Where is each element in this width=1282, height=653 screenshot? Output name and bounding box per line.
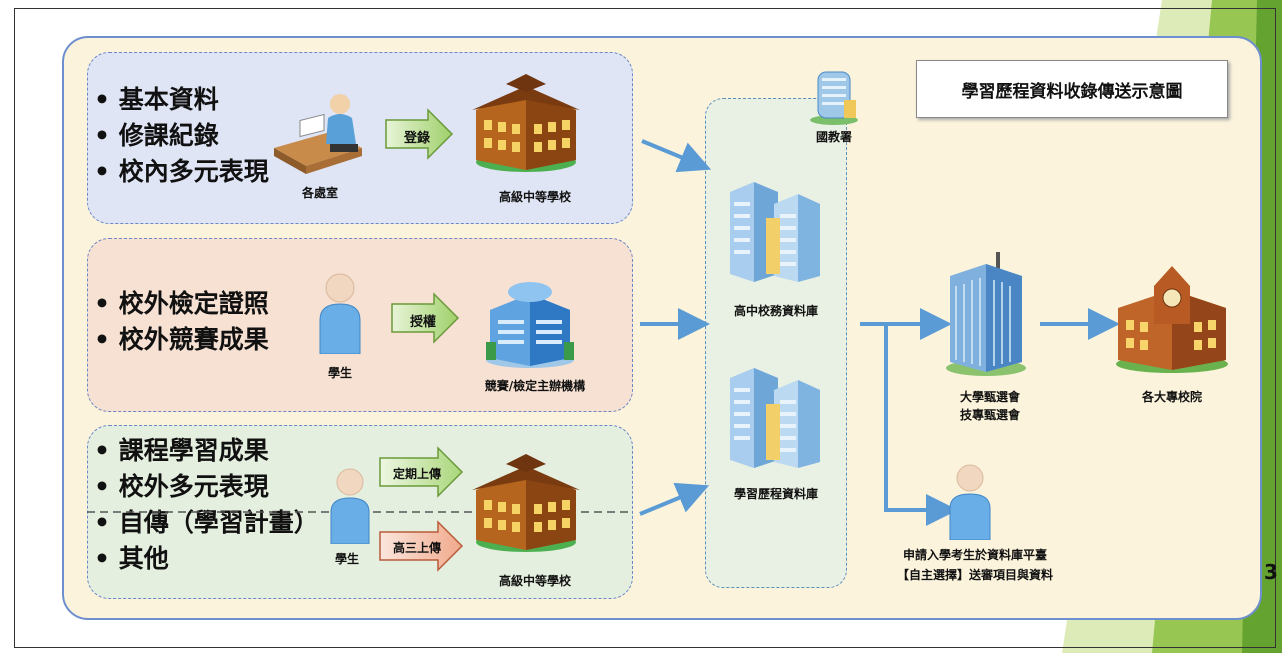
target-label: 高級中等學校 xyxy=(498,190,571,204)
database-column xyxy=(705,98,847,588)
actor-label: 學生 xyxy=(334,552,359,566)
organization-building-icon xyxy=(486,282,574,368)
applicant-label-1: 申請入學考生於資料庫平臺 xyxy=(902,548,1047,562)
bullet-item: 校外多元表現 xyxy=(94,469,319,505)
student-icon xyxy=(319,273,361,354)
bullet-item: 修課紀錄 xyxy=(94,118,269,154)
group2-bullet-list: 校外檢定證照 校外競賽成果 xyxy=(94,286,269,358)
bullet-item: 校內多元表現 xyxy=(94,154,269,190)
ministry-building-icon xyxy=(810,71,858,125)
bullet-item: 校外檢定證照 xyxy=(94,286,269,322)
senior-upload-label: 高三上傳 xyxy=(392,541,441,555)
target-label: 競賽/檢定主辦機構 xyxy=(484,379,586,393)
slide-border xyxy=(14,8,1276,648)
register-arrow xyxy=(385,108,454,160)
authorize-arrow-label: 授權 xyxy=(409,315,436,330)
ministry-label: 國教署 xyxy=(815,130,852,144)
university-building-icon xyxy=(1116,266,1228,373)
group1-bullet-list: 基本資料 修課紀錄 校內多元表現 xyxy=(94,82,269,190)
bullet-item: 校外競賽成果 xyxy=(94,322,269,358)
actor-label: 各處室 xyxy=(301,186,338,200)
committee-building-icon xyxy=(946,252,1026,376)
periodic-upload-arrow xyxy=(379,446,464,498)
learning-database-icon xyxy=(730,368,820,468)
learning-database-label: 學習歷程資料庫 xyxy=(733,487,818,501)
target-label: 高級中等學校 xyxy=(498,574,571,588)
applicant-icon xyxy=(949,464,991,540)
school-database-icon xyxy=(730,182,820,282)
high-school-building-icon xyxy=(472,454,580,552)
committee-label-2: 技專甄選會 xyxy=(959,408,1020,422)
student-icon xyxy=(330,468,370,544)
bullet-item: 自傳（學習計畫） xyxy=(94,505,319,541)
diagram-title-box: 學習歷程資料收錄傳送示意圖 xyxy=(916,60,1228,118)
committee-label-1: 大學甄選會 xyxy=(959,390,1020,404)
office-staff-icon xyxy=(274,94,362,174)
bullet-item: 基本資料 xyxy=(94,82,269,118)
group3-bullet-list: 課程學習成果 校外多元表現 自傳（學習計畫） 其他 xyxy=(94,433,319,577)
universities-label: 各大專校院 xyxy=(1141,390,1202,404)
authorize-arrow xyxy=(391,292,460,344)
bullet-item: 課程學習成果 xyxy=(94,433,319,469)
periodic-upload-label: 定期上傳 xyxy=(392,467,441,481)
register-arrow-label: 登錄 xyxy=(403,131,430,146)
page-number: 3 xyxy=(1264,560,1278,584)
school-database-label: 高中校務資料庫 xyxy=(733,304,818,318)
diagram-title: 學習歷程資料收錄傳送示意圖 xyxy=(961,82,1183,102)
high-school-building-icon xyxy=(472,74,580,172)
applicant-label-2: 【自主選擇】送審項目與資料 xyxy=(896,568,1053,582)
bullet-item: 其他 xyxy=(94,541,319,577)
senior-upload-arrow xyxy=(379,520,464,572)
actor-label: 學生 xyxy=(327,366,352,380)
